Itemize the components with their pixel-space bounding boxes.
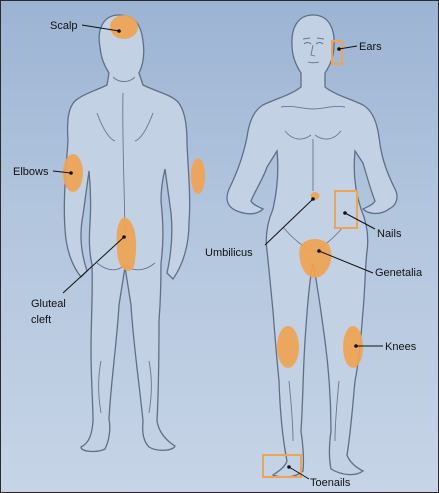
scalp-patch xyxy=(110,15,138,39)
label-scalp: Scalp xyxy=(50,20,78,32)
ears-leader-dot xyxy=(337,47,341,51)
label-umbilicus: Umbilicus xyxy=(205,247,253,259)
right-knee-patch xyxy=(343,326,363,368)
label-elbows: Elbows xyxy=(13,166,49,178)
label-gluteal-line1: Gluteal xyxy=(31,298,66,310)
umbilicus-leader-dot xyxy=(311,197,315,201)
nails-leader-dot xyxy=(343,211,347,215)
right-elbow-patch xyxy=(191,158,205,194)
label-ears: Ears xyxy=(359,41,382,53)
elbows-leader-dot xyxy=(69,171,73,175)
label-gluteal-line2: cleft xyxy=(31,314,51,326)
knees-leader-dot xyxy=(354,344,358,348)
scalp-leader-dot xyxy=(117,29,121,33)
label-genitalia: Genetalia xyxy=(375,267,423,279)
left-knee-patch xyxy=(277,326,299,368)
genitalia-leader-dot xyxy=(317,249,321,253)
toenails-leader-dot xyxy=(287,465,291,469)
label-knees: Knees xyxy=(385,341,417,353)
left-elbow-patch xyxy=(63,154,83,192)
gluteal-cleft-leader-dot xyxy=(122,235,126,239)
back-view-figure xyxy=(63,15,205,451)
label-toenails: Toenails xyxy=(310,477,351,489)
label-nails: Nails xyxy=(377,228,402,240)
